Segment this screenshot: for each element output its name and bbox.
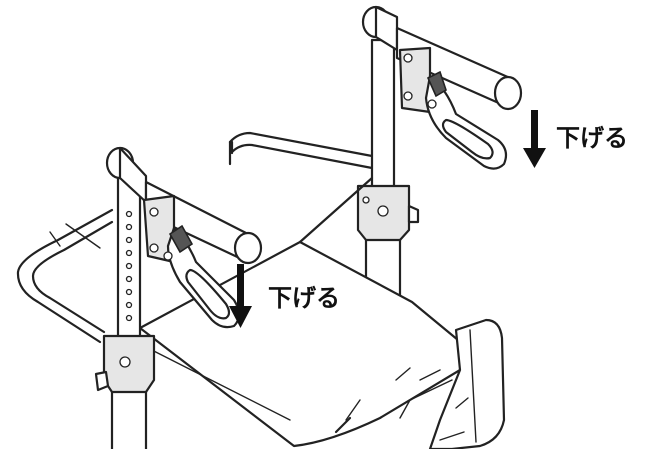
callout-label: 下げる — [268, 284, 340, 312]
callout-label: 下げる — [556, 124, 628, 152]
basket — [334, 318, 506, 449]
left-frame — [16, 208, 114, 344]
left-release-lever — [142, 194, 241, 329]
right-release-lever — [398, 46, 508, 170]
right-stem — [356, 38, 420, 324]
down-arrow-icon — [229, 264, 252, 328]
rear-frame — [228, 131, 374, 170]
down-arrow-icon — [523, 110, 546, 168]
left-stem — [94, 176, 156, 449]
